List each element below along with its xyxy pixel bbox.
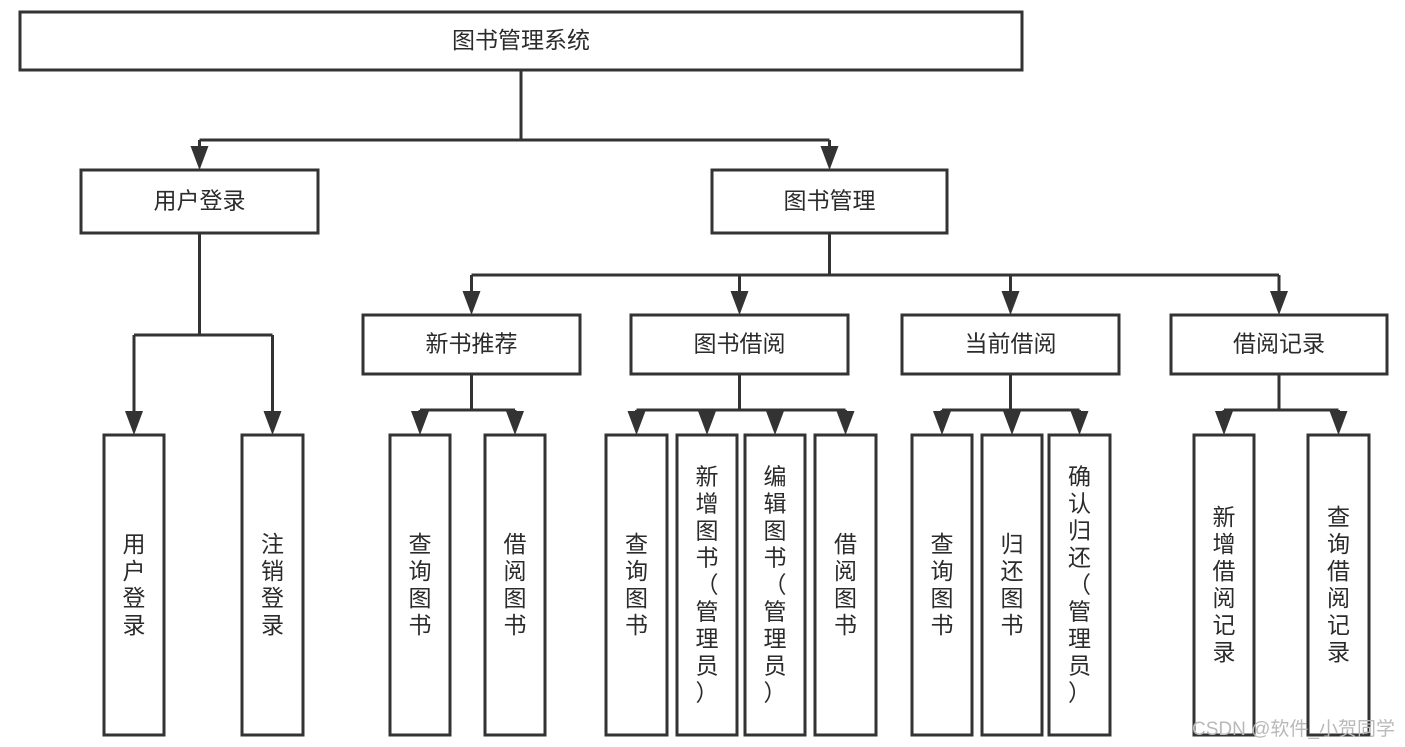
node-label-vertical: 查询图书	[625, 531, 648, 638]
node-label-vertical: 新增图书（管理员）	[696, 464, 719, 706]
node-label: 图书管理系统	[452, 27, 590, 53]
node-box	[361, 313, 582, 376]
node-box	[1047, 433, 1112, 737]
arrow-head	[766, 411, 784, 435]
node-root-图书管理系统[interactable]: 图书管理系统	[18, 10, 1024, 72]
node-box	[483, 433, 547, 737]
node-box	[240, 433, 305, 737]
arrow-head	[462, 291, 481, 315]
node-box	[1192, 433, 1256, 737]
node-level2-3[interactable]: 借阅记录	[1169, 313, 1389, 376]
node-leaf-2[interactable]: 查询图书	[388, 433, 452, 737]
node-box	[604, 433, 669, 737]
node-label: 新书推荐	[426, 331, 518, 357]
node-label-vertical: 借阅图书	[834, 531, 857, 638]
node-leaf-12[interactable]: 查询借阅记录	[1306, 433, 1371, 737]
connector-layer	[125, 70, 1348, 435]
arrow-head	[1070, 411, 1089, 435]
node-label: 图书管理	[784, 188, 876, 214]
node-leaf-9[interactable]: 归还图书	[980, 433, 1044, 737]
node-level1-0[interactable]: 用户登录	[79, 168, 320, 235]
node-leaf-11[interactable]: 新增借阅记录	[1192, 433, 1256, 737]
node-label: 当前借阅	[965, 331, 1057, 357]
node-leaf-3[interactable]: 借阅图书	[483, 433, 547, 737]
node-label-vertical: 确认归还（管理员）	[1068, 464, 1091, 706]
node-level1-1[interactable]: 图书管理	[710, 168, 949, 235]
arrow-head	[1001, 291, 1020, 315]
node-leaf-8[interactable]: 查询图书	[910, 433, 974, 737]
arrow-head	[820, 146, 839, 170]
node-leaf-1[interactable]: 注销登录	[240, 433, 305, 737]
node-box	[79, 168, 320, 235]
arrow-head	[263, 411, 282, 435]
node-level2-0[interactable]: 新书推荐	[361, 313, 582, 376]
node-box	[675, 433, 739, 737]
node-box	[102, 433, 166, 737]
node-box	[813, 433, 878, 737]
node-label-vertical: 查询图书	[931, 531, 954, 638]
node-leaf-4[interactable]: 查询图书	[604, 433, 669, 737]
arrow-head	[1003, 411, 1021, 435]
node-box	[1169, 313, 1389, 376]
arrow-head	[190, 146, 209, 170]
node-level2-2[interactable]: 当前借阅	[900, 313, 1121, 376]
node-label: 借阅记录	[1233, 331, 1325, 357]
node-leaf-7[interactable]: 借阅图书	[813, 433, 878, 737]
node-level2-1[interactable]: 图书借阅	[629, 313, 850, 376]
node-leaf-5[interactable]: 新增图书（管理员）	[675, 433, 739, 737]
node-box	[1306, 433, 1371, 737]
arrow-head	[933, 411, 951, 435]
node-leaf-0[interactable]: 用户登录	[102, 433, 166, 737]
node-label-vertical: 查询借阅记录	[1327, 504, 1350, 665]
node-layer: 图书管理系统用户登录图书管理新书推荐图书借阅当前借阅借阅记录用户登录注销登录查询…	[18, 10, 1389, 737]
node-box	[980, 433, 1044, 737]
node-leaf-6[interactable]: 编辑图书（管理员）	[743, 433, 807, 737]
node-label: 图书借阅	[694, 331, 786, 357]
arrow-head	[836, 411, 855, 435]
node-box	[710, 168, 949, 235]
arrow-head	[1329, 411, 1348, 435]
node-label-vertical: 用户登录	[123, 531, 146, 638]
node-box	[743, 433, 807, 737]
node-label-vertical: 归还图书	[1001, 531, 1024, 638]
arrow-head	[627, 411, 646, 435]
arrow-head	[1270, 291, 1288, 315]
node-label-vertical: 新增借阅记录	[1213, 504, 1236, 665]
node-label-vertical: 编辑图书（管理员）	[764, 464, 787, 706]
node-label-vertical: 借阅图书	[504, 531, 527, 638]
node-box	[629, 313, 850, 376]
node-box	[388, 433, 452, 737]
node-box	[900, 313, 1121, 376]
node-leaf-10[interactable]: 确认归还（管理员）	[1047, 433, 1112, 737]
node-label-vertical: 注销登录	[261, 531, 284, 638]
node-label-vertical: 查询图书	[409, 531, 432, 638]
arrow-head	[411, 411, 429, 435]
arrow-head	[125, 411, 143, 435]
arrow-head	[1215, 411, 1233, 435]
node-box	[18, 10, 1024, 72]
node-box	[910, 433, 974, 737]
arrow-head	[730, 291, 749, 315]
arrow-head	[506, 411, 524, 435]
arrow-head	[698, 411, 716, 435]
node-label: 用户登录	[154, 188, 246, 214]
